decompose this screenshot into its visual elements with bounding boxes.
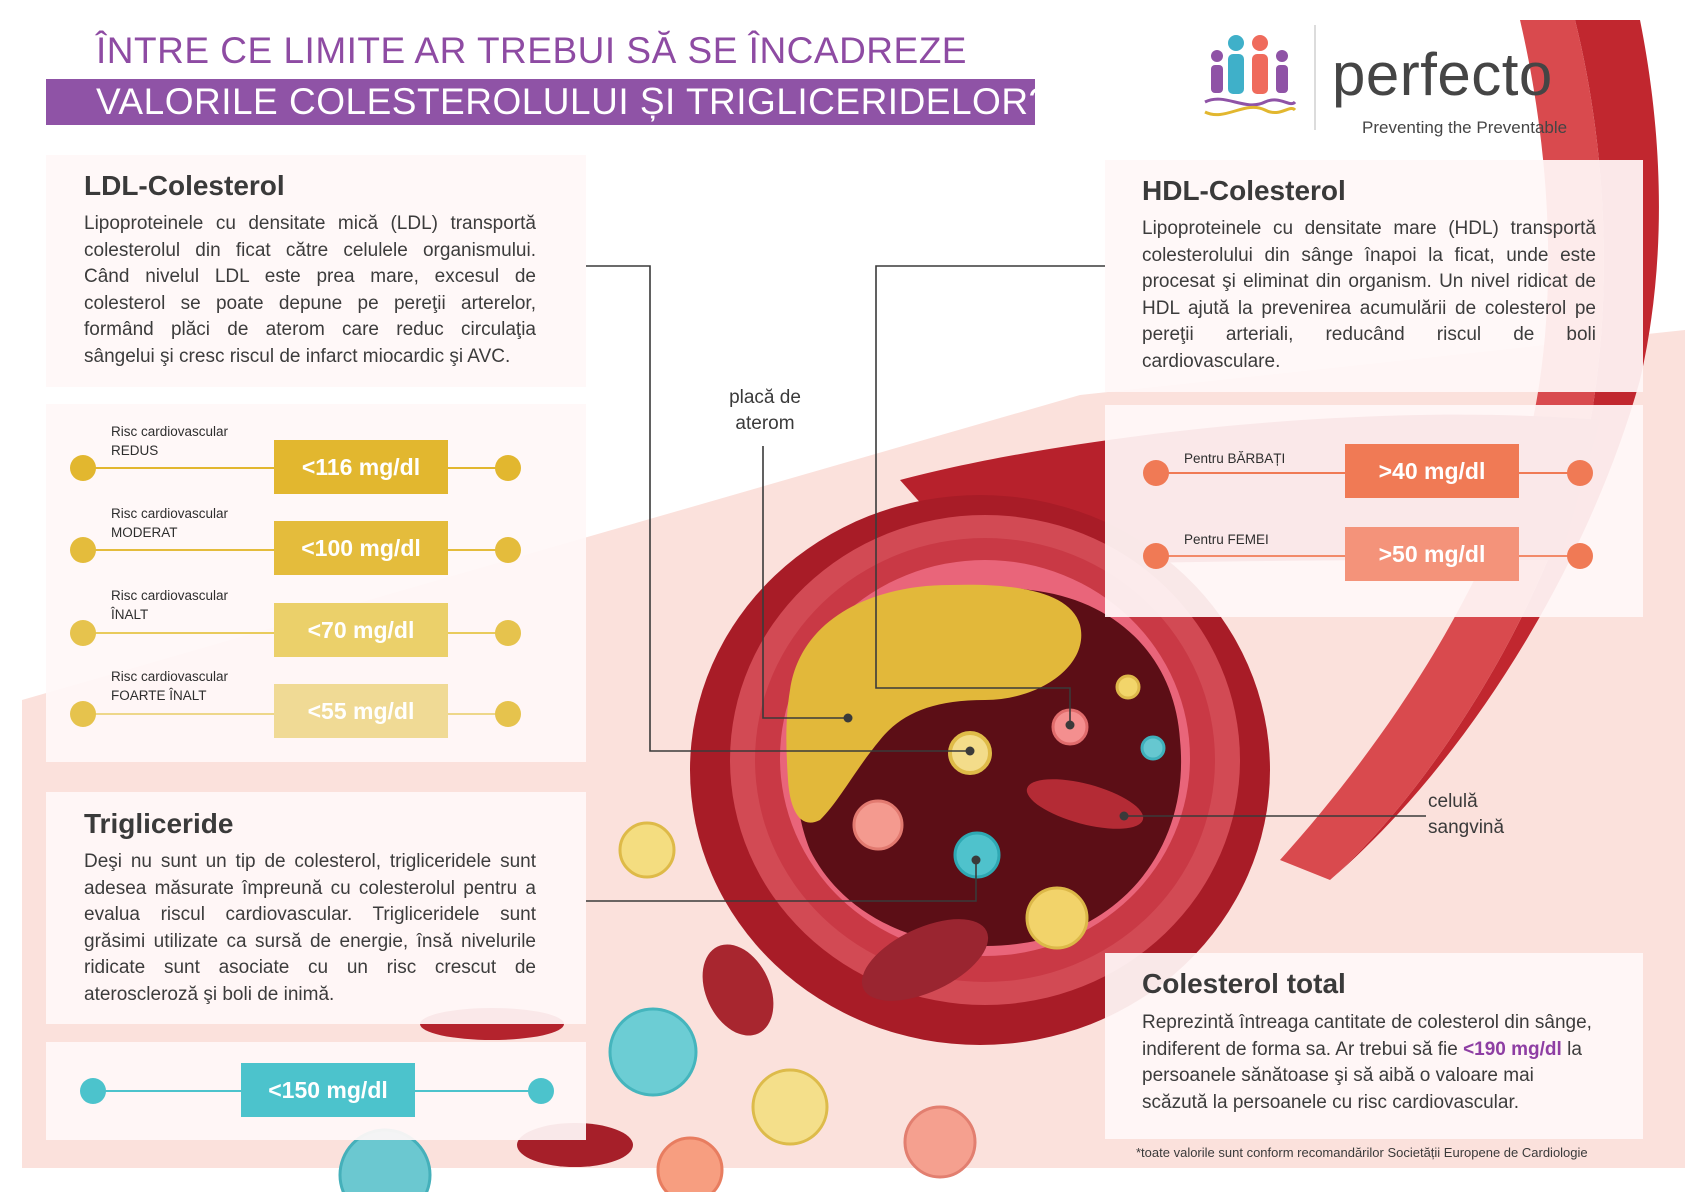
trig-row-dot-right: [528, 1078, 554, 1104]
blood-cell-callout-label: celulă sangvină: [1428, 791, 1505, 838]
trig-value-box: <150 mg/dl: [241, 1063, 415, 1117]
title-line-2: VALORILE COLESTEROLULUI ȘI TRIGLICERIDEL…: [96, 81, 1050, 122]
trig-title: Trigliceride: [84, 808, 234, 839]
hdl-gender-label: Pentru BĂRBAȚI: [1184, 451, 1286, 466]
total-description: Reprezintă întreaga cantitate de coleste…: [1142, 1010, 1596, 1116]
hdl-row-dot-right: [1567, 460, 1593, 486]
ldl-value-box: <70 mg/dl: [274, 603, 448, 657]
total-text-before: Reprezintă întreaga cantitate de coleste…: [1142, 1012, 1592, 1060]
hdl-values-panel: [1105, 405, 1643, 617]
hdl-value-box: >50 mg/dl: [1345, 527, 1519, 581]
hdl-title: HDL-Colesterol: [1142, 175, 1346, 206]
brand-name: perfecto: [1332, 41, 1553, 108]
ldl-row-dot-right: [495, 701, 521, 727]
ldl-description: Lipoproteinele cu densitate mică (LDL) t…: [84, 213, 536, 367]
title-bar: [46, 79, 1035, 125]
ldl-row-dot-right: [495, 455, 521, 481]
hdl-row-dot-right: [1567, 543, 1593, 569]
plaque-callout-label: placă de aterom: [729, 387, 801, 434]
ldl-row-dot-right: [495, 537, 521, 563]
ldl-value-box: <100 mg/dl: [274, 521, 448, 575]
trig-description: Deşi nu sunt un tip de colesterol, trigl…: [84, 851, 536, 1005]
hdl-info-panel: [1105, 160, 1643, 392]
hdl-value-box: >40 mg/dl: [1345, 444, 1519, 498]
ldl-value-box: <55 mg/dl: [274, 684, 448, 738]
trig-info-panel: [46, 792, 586, 1024]
total-text-after: la persoanele sănătoase şi să aibă o val…: [1142, 1038, 1582, 1113]
footnote: *toate valorile sunt conform recomandări…: [1136, 1145, 1588, 1160]
total-info-panel: [1105, 953, 1643, 1139]
ldl-title: LDL-Colesterol: [84, 170, 285, 201]
hdl-description: Lipoproteinele cu densitate mare (HDL) t…: [1142, 218, 1596, 372]
ldl-info-panel: [46, 155, 586, 387]
ldl-risk-label: Risc cardiovascular MODERAT: [111, 506, 229, 540]
total-title: Colesterol total: [1142, 968, 1346, 999]
ldl-row-dot-left: [70, 455, 96, 481]
brand-tagline: Preventing the Preventable: [1362, 118, 1568, 137]
ldl-value-box: <116 mg/dl: [274, 440, 448, 494]
ldl-row-dot-left: [70, 701, 96, 727]
total-highlight-value: <190 mg/dl: [1463, 1038, 1562, 1060]
logo-family-icon: [1204, 35, 1297, 117]
ldl-row-dot-left: [70, 620, 96, 646]
ldl-risk-label: Risc cardiovascular REDUS: [111, 424, 229, 458]
ldl-risk-label: Risc cardiovascular FOARTE ÎNALT: [111, 669, 229, 703]
ldl-risk-label: Risc cardiovascular ÎNALT: [111, 588, 229, 622]
title-line-1: ÎNTRE CE LIMITE AR TREBUI SĂ SE ÎNCADREZ…: [96, 30, 967, 71]
hdl-gender-label: Pentru FEMEI: [1184, 532, 1269, 547]
hdl-row-dot-left: [1143, 460, 1169, 486]
ldl-row-dot-left: [70, 537, 96, 563]
trig-row-dot-left: [80, 1078, 106, 1104]
ldl-row-dot-right: [495, 620, 521, 646]
hdl-row-dot-left: [1143, 543, 1169, 569]
